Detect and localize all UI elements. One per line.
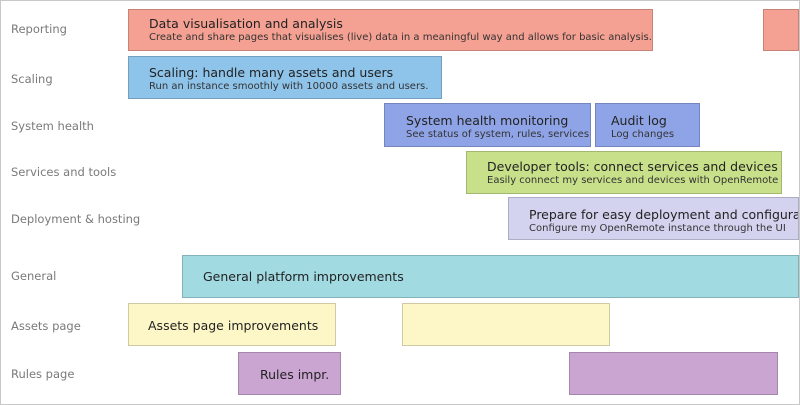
roadmap-item-assets-page-2[interactable] — [402, 303, 610, 346]
item-description: Easily connect my services and devices w… — [487, 175, 779, 186]
roadmap-item-developer-tools[interactable]: Developer tools: connect services and de… — [466, 151, 782, 194]
item-title: Assets page improvements — [148, 318, 319, 333]
item-title: Audit log — [611, 113, 667, 128]
roadmap-item-rules-page[interactable]: Rules impr. — [238, 352, 341, 395]
roadmap-item-scaling[interactable]: Scaling: handle many assets and users Ru… — [128, 56, 442, 99]
row-label-assets-page: Assets page — [11, 319, 81, 333]
row-label-reporting: Reporting — [11, 22, 67, 36]
item-description: See status of system, rules, services. — [406, 129, 591, 140]
item-title: Developer tools: connect services and de… — [487, 159, 778, 174]
item-title: General platform improvements — [203, 269, 404, 284]
item-description: Run an instance smoothly with 10000 asse… — [149, 81, 429, 92]
row-label-general: General — [11, 269, 57, 283]
item-title: Rules impr. — [260, 367, 330, 382]
roadmap-item-reporting-continued[interactable] — [763, 9, 799, 51]
roadmap-item-deployment[interactable]: Prepare for easy deployment and configur… — [508, 197, 799, 240]
row-label-deployment: Deployment & hosting — [11, 212, 141, 226]
item-title: Scaling: handle many assets and users — [149, 65, 394, 80]
item-title: Prepare for easy deployment and configur… — [529, 207, 799, 222]
row-label-system-health: System health — [11, 119, 94, 133]
item-description: Create and share pages that visualises (… — [149, 32, 652, 43]
item-description: Log changes — [611, 129, 675, 140]
item-title: System health monitoring — [406, 113, 569, 128]
roadmap-item-audit-log[interactable]: Audit log Log changes — [595, 103, 700, 147]
roadmap-item-system-health-monitoring[interactable]: System health monitoring See status of s… — [384, 103, 591, 147]
roadmap-item-rules-page-2[interactable] — [569, 352, 778, 395]
row-label-scaling: Scaling — [11, 72, 53, 86]
row-label-services-tools: Services and tools — [11, 165, 117, 179]
item-description: Configure my OpenRemote instance through… — [529, 223, 786, 234]
roadmap-item-general-platform[interactable]: General platform improvements — [182, 255, 799, 298]
roadmap-item-assets-page[interactable]: Assets page improvements — [128, 303, 336, 346]
roadmap-item-data-visualisation[interactable]: Data visualisation and analysis Create a… — [128, 9, 653, 51]
item-title: Data visualisation and analysis — [149, 16, 343, 31]
row-label-rules-page: Rules page — [11, 367, 75, 381]
